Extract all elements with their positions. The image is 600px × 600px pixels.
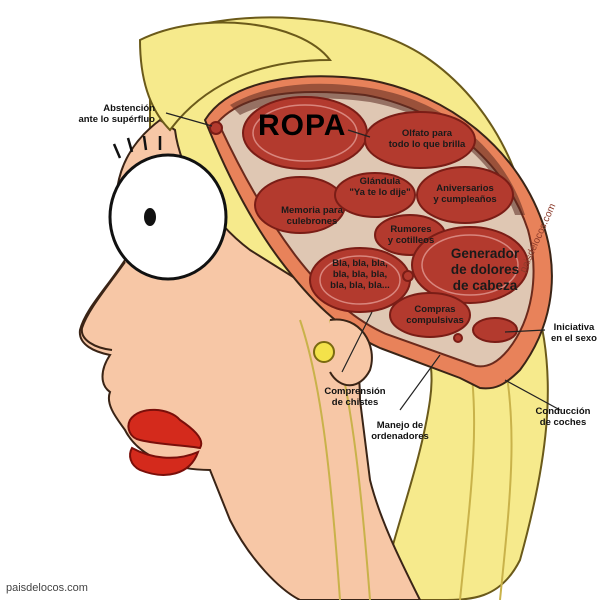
earring bbox=[313, 341, 335, 363]
eye bbox=[108, 135, 228, 281]
footer-watermark: paisdelocos.com bbox=[6, 582, 88, 594]
brain-lobes bbox=[209, 96, 529, 343]
leader-lines bbox=[165, 112, 561, 411]
lobe-abstencion bbox=[209, 121, 223, 135]
lobe-glandula bbox=[334, 172, 416, 218]
lips bbox=[127, 408, 203, 476]
lobe-aniversarios bbox=[416, 166, 514, 224]
label-bla: Bla, bla, bla,bla, bla, bla,bla, bla, bl… bbox=[330, 258, 390, 291]
hair-front bbox=[138, 21, 333, 132]
lobe-compras bbox=[389, 292, 471, 338]
ear bbox=[329, 318, 373, 387]
lobe-generador bbox=[411, 226, 529, 304]
nose bbox=[80, 261, 126, 351]
label-glandula: Glándula"Ya te lo dije" bbox=[349, 176, 411, 198]
lobe-olfato bbox=[364, 111, 476, 169]
label-ropa: ROPA bbox=[258, 109, 347, 142]
lobe-iniciativa bbox=[472, 317, 518, 343]
